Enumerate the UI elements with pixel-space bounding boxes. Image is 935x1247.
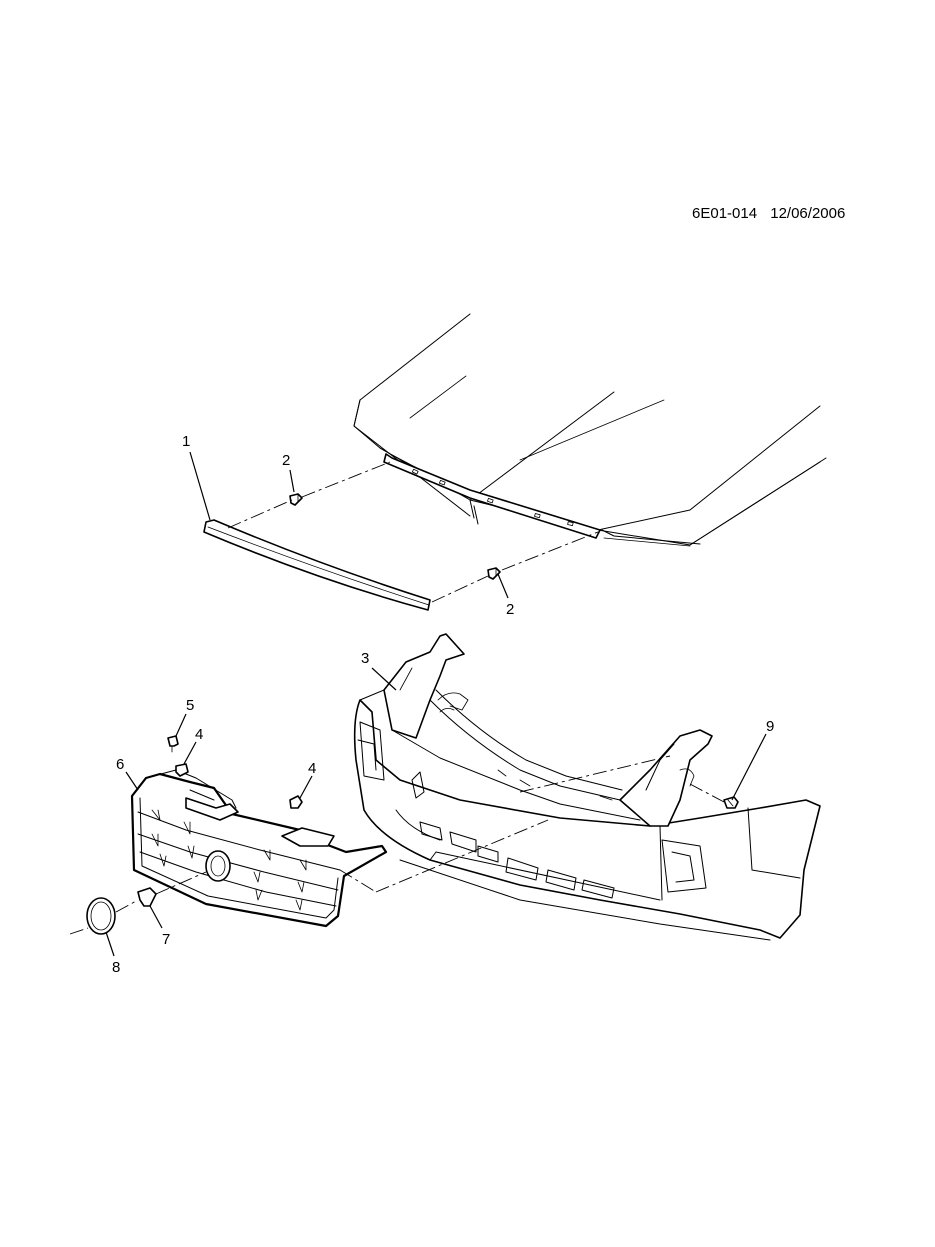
callout-2-lower: 2 (506, 601, 514, 618)
callout-9: 9 (766, 718, 774, 735)
callout-2-upper: 2 (282, 452, 290, 469)
diagram-id: 6E01-014 (692, 205, 758, 222)
grille-nut-left (175, 763, 189, 777)
push-pin-retainer (723, 796, 739, 809)
callout-6: 6 (116, 756, 124, 773)
hood (353, 313, 827, 547)
front-bumper-fascia (353, 633, 821, 941)
callouts: 1 2 2 3 5 4 4 6 9 7 8 (112, 433, 774, 976)
leader-lines (105, 451, 767, 957)
diagram-header: 6E01-014 12/06/2006 (692, 205, 854, 222)
callout-4-left: 4 (195, 726, 203, 743)
assembly-lines (69, 461, 725, 935)
radiator-grille (130, 769, 388, 928)
callout-8: 8 (112, 959, 120, 976)
callout-1: 1 (182, 433, 190, 450)
callout-4-right: 4 (308, 760, 316, 777)
hood-molding (203, 519, 431, 611)
emblem-ring (86, 897, 116, 935)
molding-clip-upper (289, 493, 303, 506)
diagram-date: 12/06/2006 (770, 205, 846, 222)
callout-5: 5 (186, 697, 194, 714)
grille-bolt (167, 735, 179, 753)
grille-nut-right (289, 795, 303, 809)
callout-7: 7 (162, 931, 170, 948)
callout-3: 3 (361, 650, 369, 667)
emblem-bracket (137, 887, 157, 907)
molding-clip-lower (487, 567, 501, 580)
